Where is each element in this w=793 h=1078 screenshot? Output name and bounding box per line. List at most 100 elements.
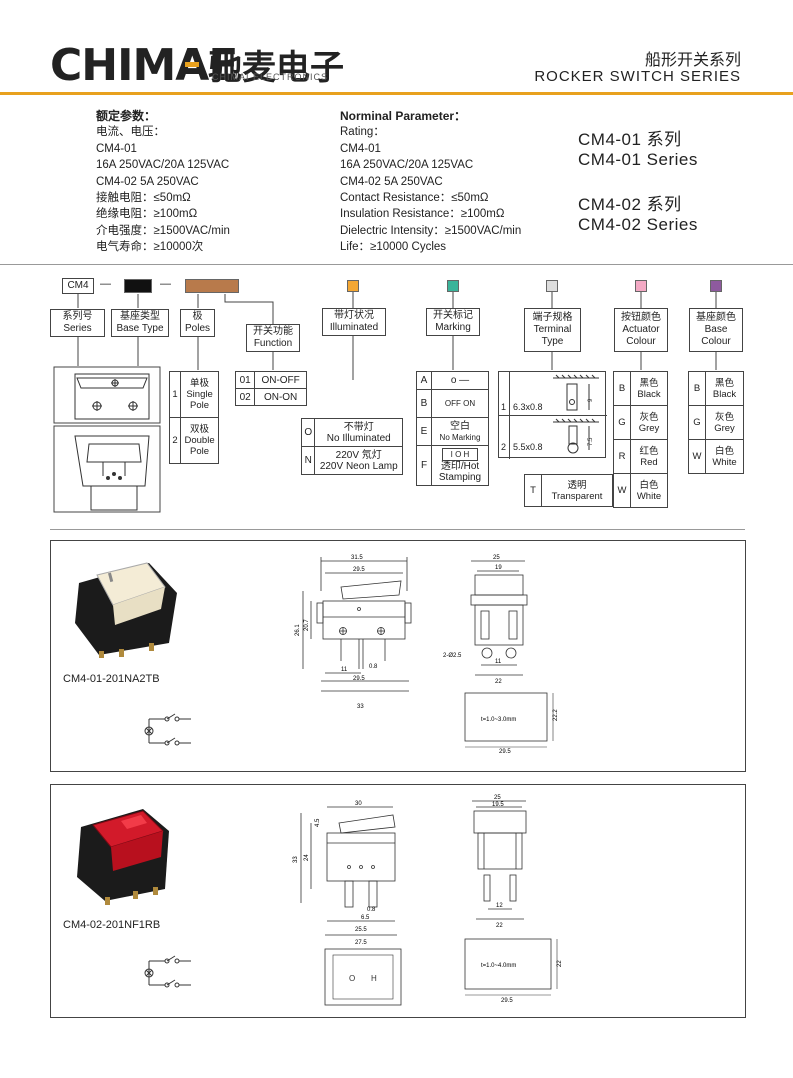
marking-cn: 透印/Hot — [440, 461, 480, 472]
terminal-dim: 7.5 — [588, 437, 594, 446]
code-drop-lines — [77, 336, 717, 380]
params-en-line: 16A 250VAC/20A 125VAC — [340, 159, 474, 172]
params-en-line: Insulation Resistance：≥100mΩ — [340, 208, 505, 221]
params-en-line: Rating： — [340, 126, 385, 139]
dim: 22.2 — [553, 709, 559, 721]
dim: 6.5 — [361, 915, 370, 921]
label-base-type-cn: 基座类型 — [120, 311, 160, 322]
pole-en-2: Pole — [190, 446, 210, 457]
label-illuminated: 带灯状况 Illuminated — [322, 308, 386, 336]
label-poles-en: Poles — [184, 323, 210, 334]
terminal-row-divider — [499, 415, 607, 416]
code-dash: — — [100, 278, 111, 290]
illuminated-code: O — [300, 418, 316, 447]
model-2-cn: CM4-02 系列 — [578, 195, 682, 214]
actuator-code: B — [613, 371, 631, 406]
base-colour-code: G — [688, 405, 706, 440]
actuator-colour-cn: 黑色 — [639, 377, 659, 389]
marking-en: No Marking — [439, 432, 481, 442]
dim: 30 — [355, 801, 362, 807]
dim: 29.5 — [501, 998, 513, 1004]
function-code: 02 — [234, 388, 256, 406]
pole-cn: 双极 — [190, 424, 210, 435]
dim: 22 — [496, 923, 503, 929]
label-function-en: Function — [253, 338, 293, 349]
product-2-panel-cutout: t=1.0~4.0mm 22 29.5 — [464, 938, 563, 1004]
swatch-poles — [185, 279, 239, 293]
dim: 20.7 — [304, 619, 310, 631]
function-label: ON-ON — [254, 388, 307, 406]
dim: 24 — [304, 854, 310, 861]
dim: 22 — [557, 960, 563, 967]
function-table: 01 ON-OFF 02 ON-ON — [234, 371, 307, 406]
dim: 33 — [293, 856, 299, 863]
label-base-colour-cn: 基座颜色 — [696, 312, 736, 323]
params-cn-line: CM4-01 — [96, 142, 137, 155]
label-function-cn: 开关功能 — [253, 326, 293, 337]
params-cn-line: 介电强度：≥1500VAC/min — [96, 224, 230, 237]
marking-code: B — [416, 389, 432, 418]
product-2-front-drawing: 30 4.5 24 33 0.8 6.5 25.5 27.5 — [293, 801, 397, 946]
dim: 0.8 — [369, 664, 378, 670]
product-2-side-drawing: 25 19.5 12 22 — [472, 795, 527, 929]
terminal-size: 6.3x0.8 — [513, 402, 543, 412]
label-base-type: 基座类型 Base Type — [111, 309, 169, 337]
label-terminal-en-1: Terminal — [533, 324, 572, 335]
dim: 22 — [495, 679, 502, 685]
actuator-code: T — [524, 474, 542, 507]
illuminated-en: No Illuminated — [326, 432, 391, 444]
svg-text:O: O — [349, 974, 355, 983]
pole-en: Double — [184, 435, 215, 446]
product-2-panel: CM4-02-201NF1RB 30 4.5 24 33 0.8 6.5 2 — [50, 784, 746, 1018]
swatch-illuminated — [347, 280, 359, 292]
dim: 19.5 — [492, 802, 504, 808]
label-series-en: Series — [63, 323, 92, 334]
terminal-table: 1 6.3x0.8 2 5.5x0.8 9 7.5 — [498, 371, 607, 459]
dim: 29.5 — [499, 749, 511, 755]
header-divider — [0, 92, 793, 95]
params-en-line: CM4-01 — [340, 142, 381, 155]
function-code: 01 — [234, 371, 256, 389]
params-en-line: Dielectric Intensity：≥1500VAC/min — [340, 224, 522, 237]
terminal-code: 2 — [501, 442, 507, 452]
dim: 11 — [495, 659, 502, 665]
product-1-panel: CM4-01-201NA2TB 31.5 — [50, 540, 746, 772]
base-type-drawing — [53, 366, 161, 513]
marking-symbol: OFF ON — [431, 389, 489, 418]
dim: 27.5 — [355, 940, 367, 946]
code-connector-lines — [77, 292, 717, 324]
brand-name-en: CHIMAI ELECTRONICS — [212, 72, 329, 82]
label-series: 系列号 Series — [50, 309, 105, 337]
actuator-colour-en: Transparent — [551, 490, 603, 502]
marking-code: E — [416, 417, 432, 446]
marking-symbol: I O H — [442, 448, 478, 461]
dim: 29.5 — [353, 567, 365, 573]
dim: 4.5 — [315, 818, 321, 827]
label-base-colour: 基座颜色 Base Colour — [689, 308, 743, 352]
params-cn-line: 电流、电压： — [96, 126, 165, 139]
illuminated-cn: 不带灯 — [343, 421, 374, 433]
dim: 25 — [493, 555, 500, 561]
brand-name-cn: 驰麦电子 — [208, 48, 344, 88]
illuminated-cn: 220V 氖灯 — [335, 449, 382, 461]
illuminated-en: 220V Neon Lamp — [319, 460, 398, 472]
label-series-cn: 系列号 — [62, 311, 93, 322]
params-en-line: Contact Resistance：≤50mΩ — [340, 192, 489, 205]
dim: 2-Ø2.5 — [443, 653, 462, 659]
pole-en-2: Pole — [190, 400, 210, 411]
actuator-colour-en: White — [636, 490, 662, 502]
swatch-base-colour — [710, 280, 722, 292]
logo-accent-bar — [185, 62, 199, 67]
actuator-colour-cn: 白色 — [639, 479, 659, 491]
label-poles: 极 Poles — [180, 309, 215, 337]
code-prefix: CM4 — [67, 280, 89, 291]
base-colour-cn: 灰色 — [714, 411, 734, 423]
product-1-model: CM4-01-201NA2TB — [63, 673, 160, 685]
